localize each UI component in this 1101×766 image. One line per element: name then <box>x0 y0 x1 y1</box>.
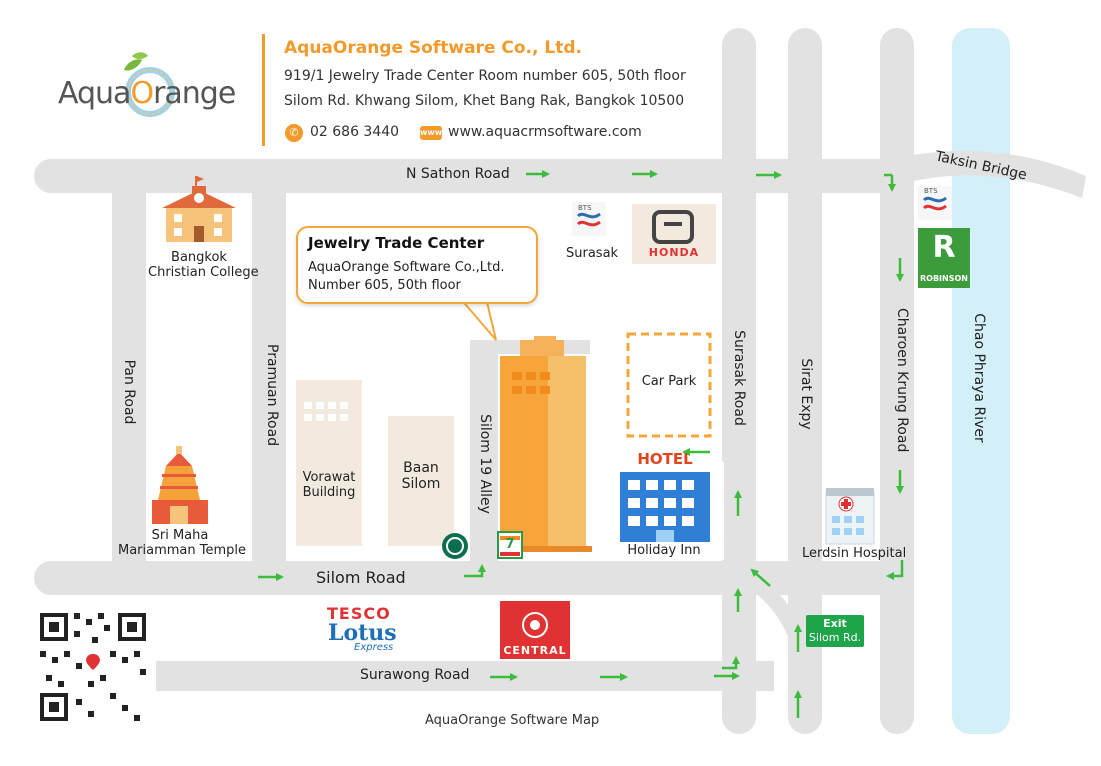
vorawat-label-line-1: Vorawat <box>302 470 356 485</box>
silom-road-label: Silom Road <box>316 568 406 587</box>
bcc-label-line-1: Bangkok <box>171 250 227 265</box>
lerdsin-hospital-label: Lerdsin Hospital <box>802 546 907 561</box>
callout-title: Jewelry Trade Center <box>308 234 485 252</box>
bangkok-christian-college-icon <box>162 176 236 242</box>
pramuan-road <box>252 175 286 595</box>
phone-number[interactable]: 02 686 3440 <box>310 124 400 140</box>
baan-silom-building <box>388 416 454 546</box>
callout-pointer <box>457 297 497 341</box>
pan-road <box>112 175 146 595</box>
temple-label-line-2: Mariamman Temple <box>118 543 247 558</box>
hotel-sign: HOTEL <box>637 450 693 468</box>
silom-19-alley <box>470 340 498 580</box>
aquaorange-logo <box>124 52 175 117</box>
central-logo <box>500 601 570 659</box>
holiday-inn-hotel <box>612 462 724 560</box>
tesco-logo-text: TESCO <box>327 604 391 623</box>
baan-label-line-2: Silom <box>401 476 441 492</box>
jewelry-trade-center-tower <box>498 336 592 552</box>
robinson-letter: R <box>932 230 956 265</box>
callout-line-1: AquaOrange Software Co.,Ltd. <box>308 260 505 275</box>
sirat-expy-label: Sirat Expy <box>798 358 814 430</box>
jewelry-trade-center-callout: Jewelry Trade Center AquaOrange Software… <box>296 226 538 304</box>
exit-sign-line-2: Silom Rd. <box>808 631 862 644</box>
charoen-krung-road-label: Charoen Krung Road <box>894 308 910 453</box>
robinson-logo <box>918 228 970 288</box>
logo-text-range: range <box>153 76 236 111</box>
car-park-outline <box>626 332 712 438</box>
chao-phraya-river-label: Chao Phraya River <box>971 313 987 443</box>
exit-ramp <box>752 586 818 720</box>
exit-sign <box>806 615 864 647</box>
seven-eleven-logo <box>497 531 523 559</box>
pan-road-label: Pan Road <box>121 359 137 425</box>
lerdsin-hospital-icon <box>825 488 875 545</box>
bts-logo-saphan-taksin <box>918 186 952 220</box>
holiday-inn-label: Holiday Inn <box>627 543 701 558</box>
robinson-label: ROBINSON <box>920 274 968 283</box>
baan-label-line-1: Baan <box>403 460 439 476</box>
address-line-2: Silom Rd. Khwang Silom, Khet Bang Rak, B… <box>284 93 685 109</box>
bts-logo-surasak <box>572 202 606 236</box>
surasak-road-label: Surasak Road <box>731 330 747 426</box>
map-caption: AquaOrange Software Map <box>425 713 600 728</box>
surasak-bts-label: Surasak <box>566 246 619 261</box>
temple-label-line-1: Sri Maha <box>151 528 209 543</box>
callout-line-2: Number 605, 50th floor <box>308 278 461 293</box>
address-line-1: 919/1 Jewelry Trade Center Room number 6… <box>284 68 686 84</box>
taksin-bridge <box>880 150 1086 198</box>
logo-text-aqua: Aqua <box>58 76 131 111</box>
charoen-krung-road <box>880 28 914 734</box>
road-network <box>34 28 1086 734</box>
bts-label-surasak: BTS <box>578 204 592 212</box>
vorawat-label-line-2: Building <box>302 485 356 500</box>
logo-text: AquaOrange <box>58 76 236 111</box>
seven-eleven-label: 7 <box>505 537 515 552</box>
globe-icon: www <box>420 126 442 140</box>
surasak-road <box>722 28 756 734</box>
central-label: CENTRAL <box>503 644 567 657</box>
header-divider <box>262 34 265 146</box>
lotus-logo-text: Lotus <box>328 620 397 646</box>
express-logo-text: Express <box>354 642 394 653</box>
bts-label-taksin: BTS <box>924 187 938 195</box>
website-link[interactable]: www.aquacrmsoftware.com <box>448 124 642 140</box>
pramuan-road-label: Pramuan Road <box>264 344 280 447</box>
bcc-label-line-2: Christian College <box>148 265 259 280</box>
map-pin-icon <box>86 654 100 670</box>
chao-phraya-river <box>952 28 1010 734</box>
traffic-arrows <box>258 170 904 718</box>
silom-19-alley-label: Silom 19 Alley <box>477 414 493 514</box>
surawong-road-label: Surawong Road <box>360 667 470 683</box>
phone-icon: ✆ <box>285 124 303 142</box>
surawong-road <box>156 661 774 691</box>
vorawat-building <box>296 380 362 546</box>
honda-label: HONDA <box>648 246 700 259</box>
company-name: AquaOrange Software Co., Ltd. <box>284 38 582 58</box>
honda-logo <box>632 204 716 264</box>
sri-maha-mariamman-temple-icon <box>152 446 208 524</box>
n-sathon-road-label: N Sathon Road <box>406 166 510 182</box>
car-park-label: Car Park <box>641 374 697 389</box>
starbucks-logo <box>442 533 468 559</box>
sirat-expy <box>788 28 822 734</box>
qr-code <box>32 605 154 729</box>
exit-sign-line-1: Exit <box>823 617 847 630</box>
